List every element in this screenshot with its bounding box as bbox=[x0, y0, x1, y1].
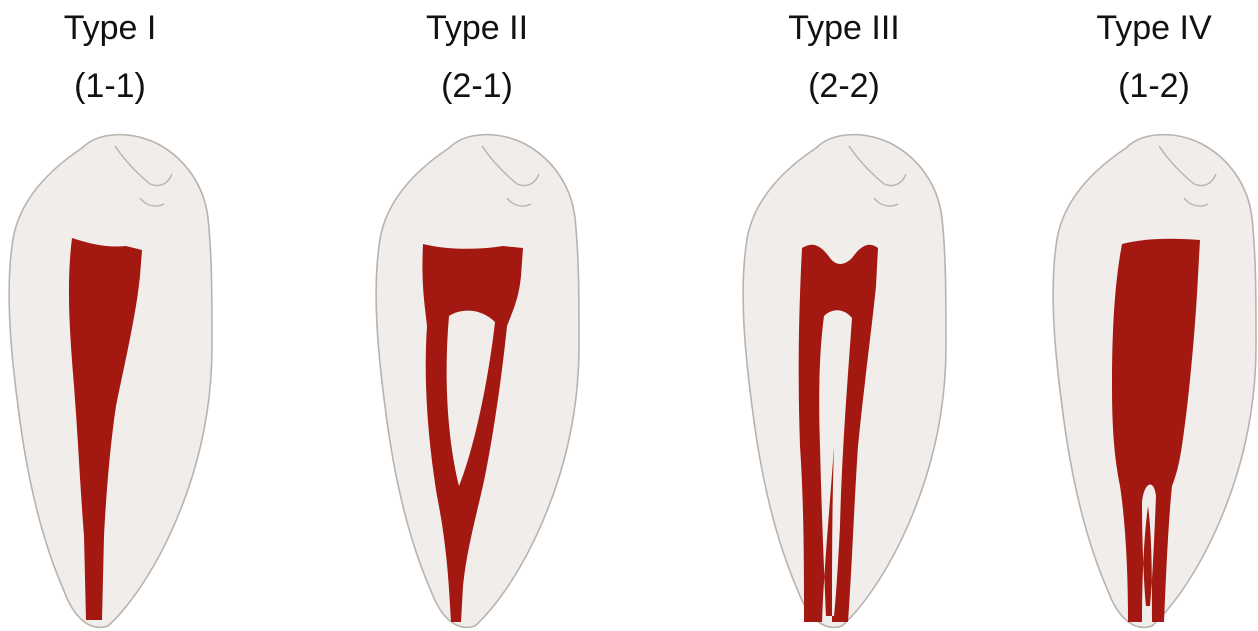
type-label: Type IV bbox=[1034, 8, 1258, 48]
canal-code-label: (2-2) bbox=[724, 66, 964, 106]
canal-code-label: (2-1) bbox=[357, 66, 597, 106]
canal-code-label: (1-2) bbox=[1034, 66, 1258, 106]
tooth-outline bbox=[376, 135, 579, 628]
panel-type-4: Type IV (1-2) bbox=[1034, 0, 1258, 631]
type-label: Type I bbox=[0, 8, 230, 48]
panel-type-1: Type I (1-1) bbox=[0, 0, 230, 631]
panel-type-2: Type II (2-1) bbox=[357, 0, 597, 631]
tooth-illustration bbox=[0, 126, 230, 631]
panel-type-3: Type III (2-2) bbox=[724, 0, 964, 631]
canal-code-label: (1-1) bbox=[0, 66, 230, 106]
type-label: Type III bbox=[724, 8, 964, 48]
tooth-illustration bbox=[1034, 126, 1258, 631]
tooth-illustration bbox=[357, 126, 597, 631]
type-label: Type II bbox=[357, 8, 597, 48]
tooth-illustration bbox=[724, 126, 964, 631]
